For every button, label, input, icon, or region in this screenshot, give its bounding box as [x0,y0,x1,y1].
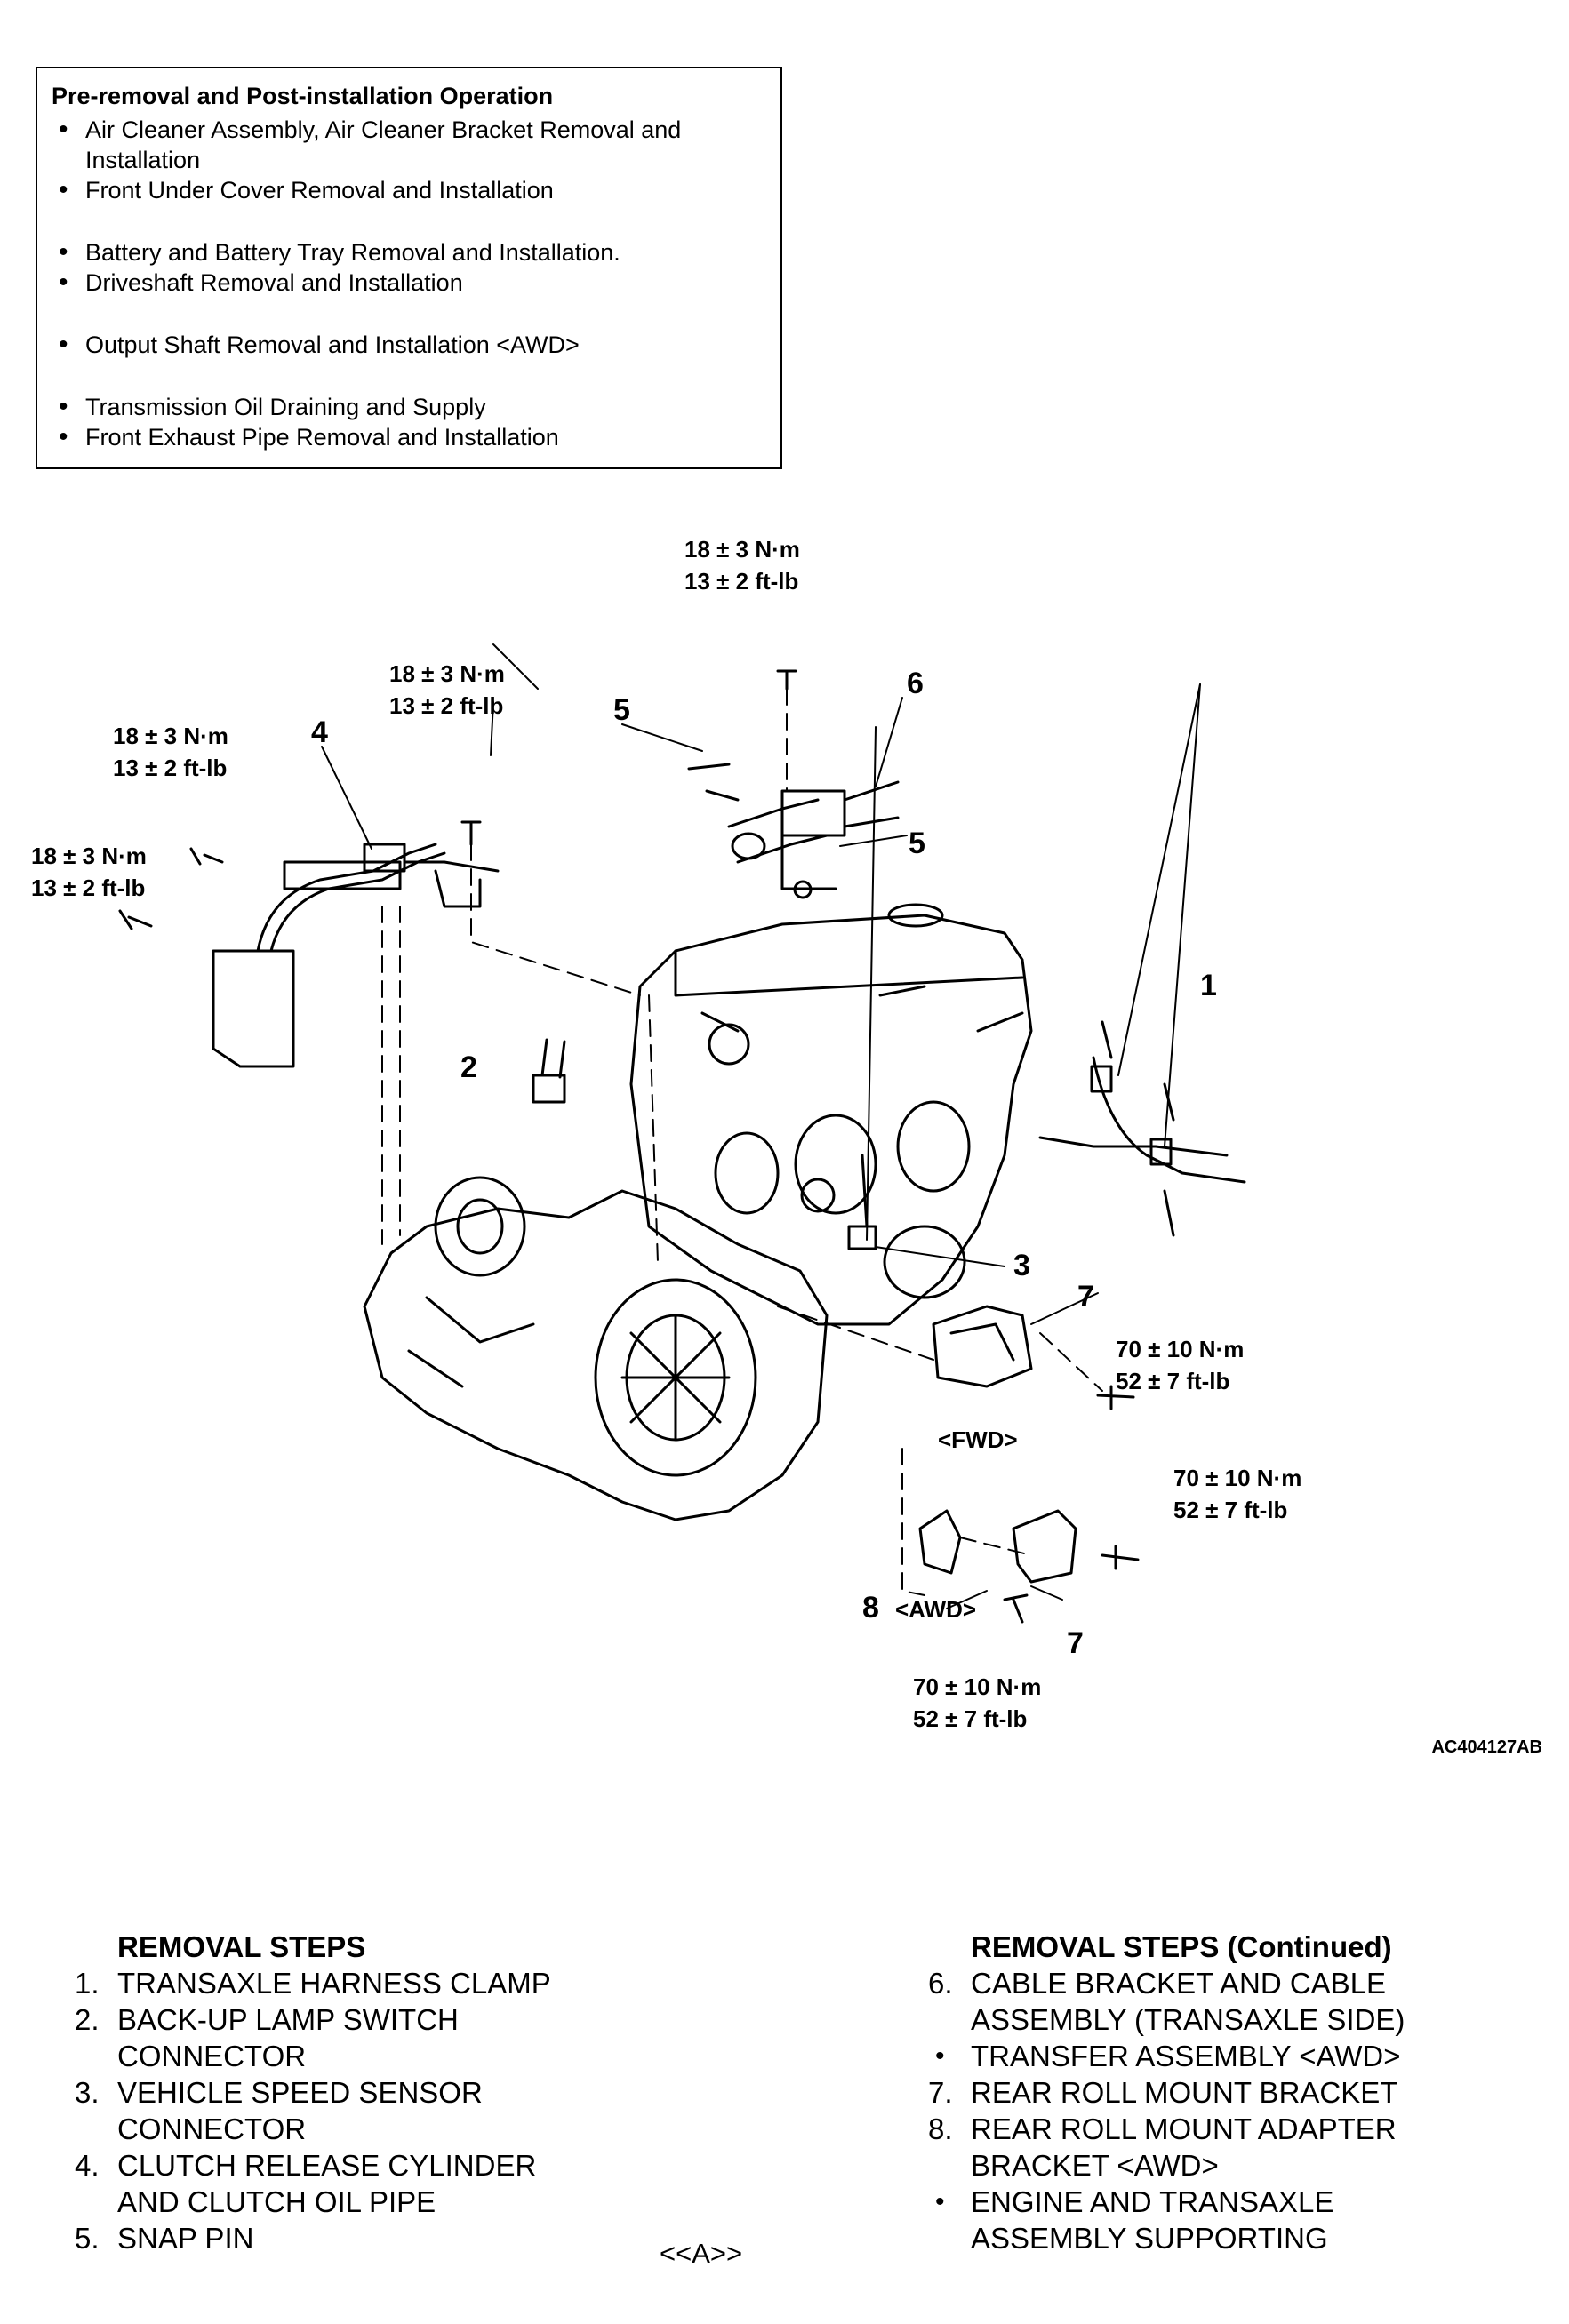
callout-5: 5 [909,827,925,860]
pre-removal-box: Pre-removal and Post-installation Operat… [36,67,782,469]
torque-spec: 18 ± 3 N·m 13 ± 2 ft-lb [31,840,147,904]
awd-tag: <AWD> [895,1596,977,1623]
list-item: 1. TRANSAXLE HARNESS CLAMP [55,1965,695,2001]
step-text: CLUTCH RELEASE CYLINDER AND CLUTCH OIL P… [117,2149,537,2218]
step-text: VEHICLE SPEED SENSOR CONNECTOR [117,2076,483,2145]
list-item: 6. CABLE BRACKET AND CABLE ASSEMBLY (TRA… [909,1965,1549,2038]
step-text: REAR ROLL MOUNT BRACKET [971,2076,1398,2109]
step-number: 2. [75,2003,100,2036]
torque-ftlb: 13 ± 2 ft-lb [684,568,799,595]
callout-4: 4 [311,715,328,749]
torque-nm: 18 ± 3 N·m [113,723,228,749]
pre-removal-item: Output Shaft Removal and Installation <A… [52,330,766,360]
step-text: BACK-UP LAMP SWITCH CONNECTOR [117,2003,459,2072]
step-number: 6. [928,1967,953,2000]
pre-removal-item: Battery and Battery Tray Removal and Ins… [52,237,766,268]
list-item: 4. CLUTCH RELEASE CYLINDER AND CLUTCH OI… [55,2147,695,2220]
list-item: 8. REAR ROLL MOUNT ADAPTER BRACKET <AWD> [909,2111,1549,2184]
list-item: 5. SNAP PIN [55,2220,695,2256]
pre-removal-title: Pre-removal and Post-installation Operat… [52,83,554,109]
removal-steps-continued: REMOVAL STEPS (Continued) 6. CABLE BRACK… [909,1929,1549,2256]
callout-3: 3 [1013,1249,1030,1282]
pre-removal-item: Air Cleaner Assembly, Air Cleaner Bracke… [52,115,766,175]
step-note: <<A>> [660,2238,743,2269]
torque-nm: 18 ± 3 N·m [31,843,147,869]
torque-spec: 18 ± 3 N·m 13 ± 2 ft-lb [113,720,228,784]
roll-mount-brackets [918,1305,1077,1584]
torque-ftlb: 52 ± 7 ft-lb [1116,1368,1230,1394]
callout-8: 8 [862,1591,879,1625]
step-number: 8. [928,2112,953,2145]
torque-ftlb: 52 ± 7 ft-lb [1173,1497,1288,1523]
torque-nm: 70 ± 10 N·m [1116,1336,1245,1362]
pre-removal-item: Transmission Oil Draining and Supply [52,392,766,422]
torque-nm: 18 ± 3 N·m [684,536,800,563]
list-item: • ENGINE AND TRANSAXLE ASSEMBLY SUPPORTI… [909,2184,1549,2256]
step-text: REAR ROLL MOUNT ADAPTER BRACKET <AWD> [971,2112,1397,2182]
torque-spec: 70 ± 10 N·m 52 ± 7 ft-lb [1173,1462,1301,1526]
engine-block [629,903,1033,1326]
step-bullet: • [935,2041,945,2071]
transaxle-housing [363,1176,829,1521]
step-number: 4. [75,2149,100,2182]
engine-transaxle-drawing [118,643,1246,1624]
torque-nm: 18 ± 3 N·m [389,660,505,687]
torque-spec: 70 ± 10 N·m 52 ± 7 ft-lb [913,1671,1041,1735]
pre-removal-item: Front Exhaust Pipe Removal and Installat… [52,422,766,452]
removal-steps-heading: REMOVAL STEPS [117,1930,366,1963]
step-number: 1. [75,1967,100,2000]
figure-id: AC404127AB [1431,1737,1542,1757]
step-text: ENGINE AND TRANSAXLE ASSEMBLY SUPPORTING [971,2185,1334,2255]
connectors [532,1038,877,1250]
removal-steps: REMOVAL STEPS 1. TRANSAXLE HARNESS CLAMP… [55,1929,695,2256]
harness-clamp [1038,1020,1246,1237]
fwd-tag: <FWD> [938,1426,1018,1453]
torque-spec: 18 ± 3 N·m 13 ± 2 ft-lb [684,533,800,597]
step-text: TRANSFER ASSEMBLY <AWD> [971,2040,1401,2072]
exploded-diagram: 18 ± 3 N·m 13 ± 2 ft-lb 18 ± 3 N·m 13 ± … [0,533,1569,1777]
pre-removal-list: Air Cleaner Assembly, Air Cleaner Bracke… [52,115,766,452]
shift-cable-assembly [687,763,900,899]
callout-6: 6 [907,667,924,700]
clutch-oil-pipe [212,843,500,1068]
torque-ftlb: 13 ± 2 ft-lb [113,755,228,781]
torque-nm: 70 ± 10 N·m [913,1673,1042,1700]
step-number: 7. [928,2076,953,2109]
removal-steps-continued-heading: REMOVAL STEPS (Continued) [971,1930,1392,1963]
callout-7: 7 [1077,1280,1094,1314]
list-item: 2. BACK-UP LAMP SWITCH CONNECTOR [55,2001,695,2074]
torque-spec: 70 ± 10 N·m 52 ± 7 ft-lb [1116,1333,1244,1397]
step-bullet: • [935,2187,945,2216]
pre-removal-item: Front Under Cover Removal and Installati… [52,175,766,205]
callout-5: 5 [613,693,630,727]
step-text: CABLE BRACKET AND CABLE ASSEMBLY (TRANSA… [971,1967,1405,2036]
step-number: 3. [75,2076,100,2109]
step-text: TRANSAXLE HARNESS CLAMP [117,1967,551,2000]
list-item: 7. REAR ROLL MOUNT BRACKET [909,2074,1549,2111]
list-item: 3. VEHICLE SPEED SENSOR CONNECTOR [55,2074,695,2147]
torque-ftlb: 52 ± 7 ft-lb [913,1705,1028,1732]
torque-ftlb: 13 ± 2 ft-lb [389,692,504,719]
list-item: • TRANSFER ASSEMBLY <AWD> [909,2038,1549,2074]
assembly-lines [381,688,1103,1596]
leader-lines [321,643,1201,1609]
callout-1: 1 [1200,969,1217,1002]
callout-2: 2 [460,1050,477,1084]
torque-nm: 70 ± 10 N·m [1173,1465,1302,1491]
torque-ftlb: 13 ± 2 ft-lb [31,874,146,901]
step-text: SNAP PIN [117,2222,254,2255]
callout-7: 7 [1067,1626,1084,1660]
torque-spec: 18 ± 3 N·m 13 ± 2 ft-lb [389,658,505,722]
bolts [118,669,1140,1624]
pre-removal-item: Driveshaft Removal and Installation [52,268,766,298]
step-number: 5. [75,2222,100,2255]
